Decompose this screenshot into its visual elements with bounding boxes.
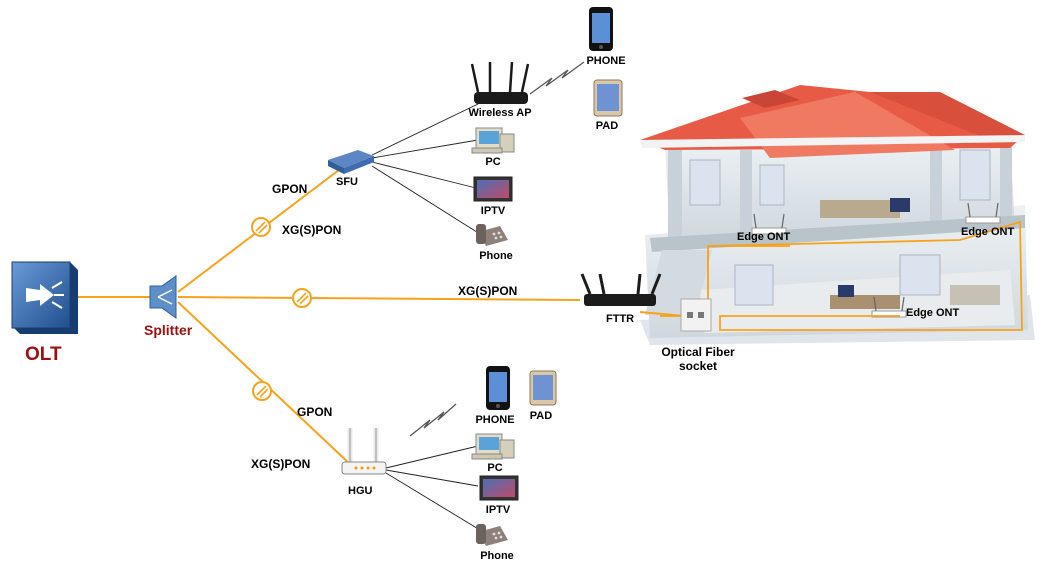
iptv-icon-top: [473, 176, 513, 202]
optical-fiber-socket-icon: [680, 298, 712, 332]
bottom-phone-label: Phone: [480, 550, 514, 562]
iptv-icon-bottom: [479, 475, 519, 501]
socket-label-line2: socket: [678, 359, 718, 373]
olt-icon: [11, 261, 78, 334]
mobile-phone-icon-bottom: [486, 366, 510, 410]
edge-ont-3-device: [871, 310, 907, 318]
top-pad-label: PAD: [595, 120, 619, 132]
device-links: [371, 103, 481, 531]
top-mobile-phone-label: PHONE: [586, 55, 626, 67]
socket-label-line1: Optical Fiber: [661, 345, 735, 359]
wireless-ap-label: Wireless AP: [468, 107, 532, 119]
bottom-pad-label: PAD: [529, 410, 553, 422]
edge-ont-3-label: Edge ONT: [906, 307, 960, 319]
desk-phone-icon-top: [476, 224, 508, 246]
sfu-icon: [328, 150, 374, 174]
olt-label: OLT: [25, 344, 62, 365]
bottom-iptv-label: IPTV: [485, 504, 511, 516]
fiber-marker-bottom: [252, 381, 272, 401]
edge-ont-1-device: [751, 227, 787, 235]
desk-phone-icon-bottom: [476, 524, 508, 546]
house-illustration: [640, 85, 1035, 345]
top-iptv-label: IPTV: [480, 205, 506, 217]
wireless-signal-bottom: [409, 403, 457, 437]
bottom-gpon-label: GPON: [297, 405, 333, 419]
bottom-pc-label: PC: [487, 462, 503, 474]
fiber-marker-middle: [292, 288, 312, 308]
splitter-label: Splitter: [144, 322, 193, 338]
pc-icon-top: [471, 127, 515, 154]
mobile-phone-icon-top: [589, 7, 613, 51]
pad-icon-bottom: [529, 370, 557, 406]
hgu-label: HGU: [348, 485, 373, 497]
top-gpon-label: GPON: [272, 182, 308, 196]
fttr-label: FTTR: [606, 313, 635, 325]
wireless-signal-top: [529, 61, 585, 95]
fiber-marker-top: [251, 217, 271, 237]
pad-icon-top: [593, 79, 623, 117]
pc-icon-bottom: [471, 433, 515, 460]
top-pc-label: PC: [485, 156, 501, 168]
edge-ont-1-label: Edge ONT: [737, 231, 791, 243]
optical-fiber-socket-label: Optical Fiber socket: [661, 345, 734, 373]
sfu-label: SFU: [336, 176, 358, 188]
bottom-mobile-phone-label: PHONE: [475, 414, 515, 426]
wireless-ap-icon: [470, 61, 530, 104]
edge-ont-2-label: Edge ONT: [961, 226, 1015, 238]
edge-ont-2-device: [965, 216, 1001, 224]
bottom-xgspon-label: XG(S)PON: [251, 457, 311, 471]
top-phone-label: Phone: [479, 250, 513, 262]
fttr-icon: [580, 273, 662, 306]
top-xgspon-label: XG(S)PON: [282, 223, 342, 237]
middle-xgspon-label: XG(S)PON: [458, 284, 518, 298]
hgu-icon: [341, 428, 387, 475]
splitter-icon: [149, 275, 177, 319]
